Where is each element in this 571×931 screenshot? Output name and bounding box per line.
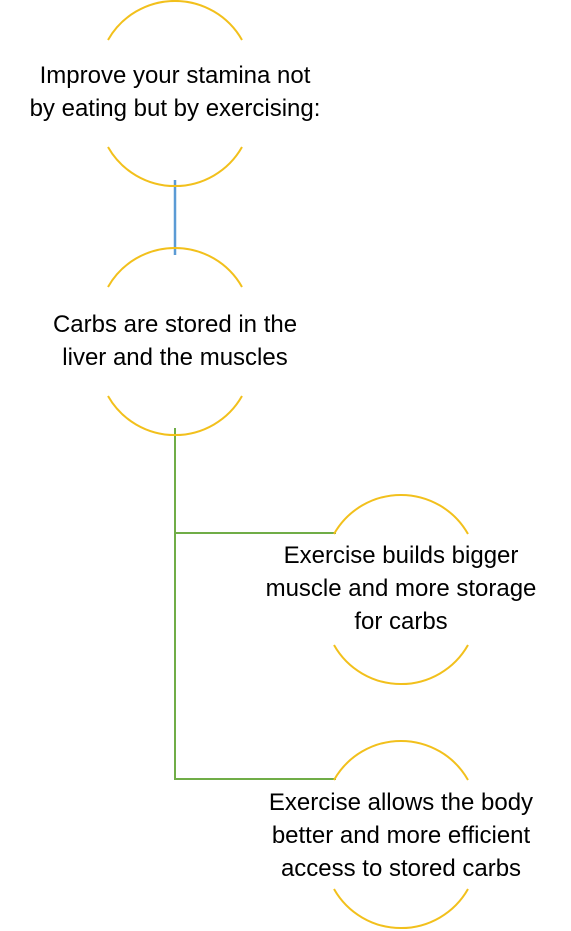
carbs-node-top-arc [107, 247, 243, 288]
muscle-node-text: Exercise builds bigger muscle and more s… [231, 539, 571, 638]
carbs-node-line-2: liver and the muscles [62, 344, 288, 371]
access-node-bottom-arc [333, 888, 469, 929]
root-node-line-1: Improve your stamina not [39, 62, 311, 89]
access-node-line-3: access to stored carbs [280, 855, 522, 882]
access-node-text: Exercise allows the body better and more… [231, 786, 571, 885]
access-node-top-arc [333, 740, 469, 781]
muscle-node-bottom-arc [333, 644, 469, 685]
carbs-node-line-1: Carbs are stored in the [52, 311, 298, 338]
carbs-node-bottom-arc [107, 395, 243, 436]
muscle-node-line-3: for carbs [354, 608, 448, 635]
root-node-text: Improve your stamina not by eating but b… [0, 59, 350, 125]
carbs-to-access-connector [174, 533, 336, 780]
root-node-line-2: by eating but by exercising: [29, 95, 321, 122]
muscle-node-line-1: Exercise builds bigger [283, 542, 519, 569]
muscle-node-line-2: muscle and more storage [265, 575, 537, 602]
access-node-line-1: Exercise allows the body [268, 789, 534, 816]
carbs-to-muscle-connector [174, 428, 336, 534]
muscle-node-top-arc [333, 494, 469, 535]
carbs-node-text: Carbs are stored in the liver and the mu… [0, 308, 350, 374]
root-node-top-arc [107, 0, 243, 41]
root-node-bottom-arc [107, 146, 243, 187]
access-node-line-2: better and more efficient [271, 822, 531, 849]
